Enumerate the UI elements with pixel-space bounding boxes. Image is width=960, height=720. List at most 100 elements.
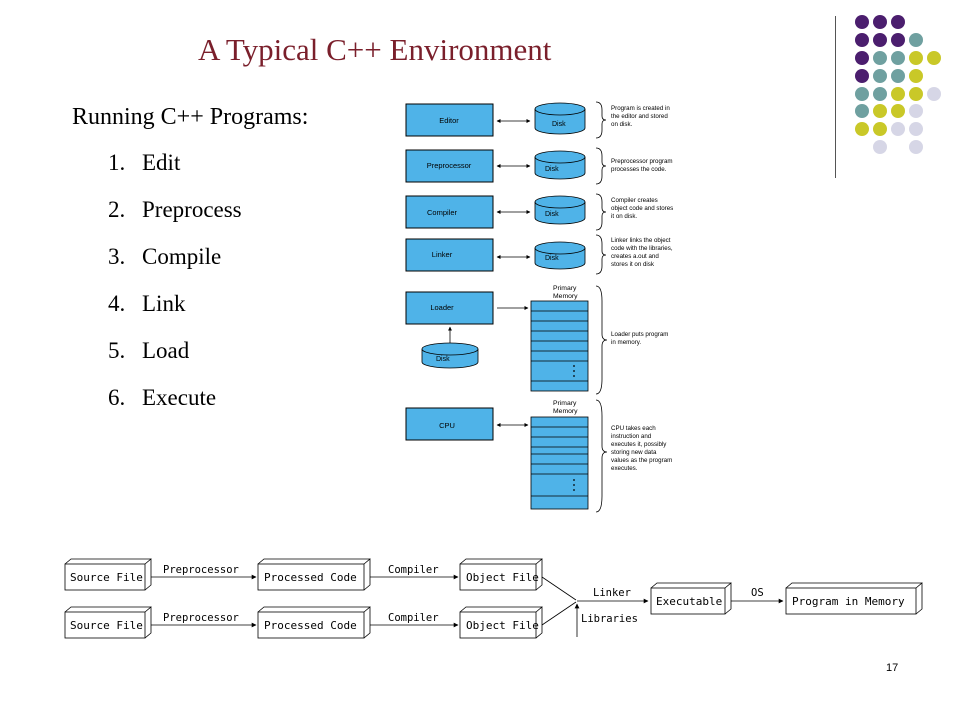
dot [873, 51, 887, 65]
svg-text:Object File: Object File [466, 619, 539, 632]
phase-note: CPU takes each instruction and executes … [611, 425, 674, 472]
svg-text:Executable: Executable [656, 595, 722, 608]
flow-box-object-file-2: Object File [459, 606, 543, 639]
phase-row-cpu: CPU Primary Memory CPU takes each instru… [405, 399, 674, 513]
step-number: 6. [108, 385, 126, 410]
primary-memory-stack [530, 300, 589, 392]
dot [873, 87, 887, 101]
phase-label: Loader [430, 303, 454, 312]
flow-label-libraries: Libraries [581, 613, 638, 625]
page-number: 17 [886, 662, 899, 674]
flow-box-processed-code-2: Processed Code [257, 606, 371, 639]
phase-row-editor: Editor Disk Program is created in the ed… [405, 101, 670, 139]
step-label: Preprocess [142, 197, 242, 222]
dot [873, 140, 887, 154]
dot [873, 104, 887, 118]
dot [909, 87, 923, 101]
step-label: Link [142, 291, 186, 316]
note-brace [595, 101, 607, 139]
flow-arrow [541, 601, 577, 626]
svg-text:Processed Code: Processed Code [264, 571, 357, 584]
phase-label: Linker [432, 250, 453, 259]
flow-box-source-file-1: Source File [64, 558, 152, 591]
phase-row-loader: Loader Disk Primary Memory Loader p [405, 285, 670, 395]
dot [927, 87, 941, 101]
dot [891, 104, 905, 118]
dot [909, 104, 923, 118]
phase-row-preprocessor: Preprocessor Disk Preprocessor program p… [405, 147, 674, 185]
dot [891, 87, 905, 101]
disk-label: Disk [436, 356, 450, 363]
dot [909, 140, 923, 154]
disk-label: Disk [545, 255, 559, 262]
dot [927, 51, 941, 65]
memory-label: Primary Memory [553, 400, 578, 415]
phase-label: Editor [439, 116, 459, 125]
phase-box [405, 149, 494, 183]
build-flow-diagram: Source File Preprocessor Processed Code … [64, 558, 923, 639]
dot [855, 122, 869, 136]
svg-text:Object File: Object File [466, 571, 539, 584]
disk-icon: Disk [421, 342, 479, 369]
dot [909, 122, 923, 136]
step-item: 5.Load [108, 338, 242, 385]
step-item: 4. Link [108, 291, 242, 338]
phase-note: Compiler creates object code and stores … [611, 197, 675, 220]
step-item: 1.Edit [108, 150, 242, 197]
primary-memory-stack [530, 416, 589, 510]
note-brace [595, 285, 608, 395]
dot [891, 122, 905, 136]
phase-note: Preprocessor program processes the code. [611, 158, 674, 173]
dot [873, 33, 887, 47]
dot [909, 33, 923, 47]
note-brace [595, 193, 607, 231]
disk-label: Disk [545, 166, 559, 173]
phase-diagram: Editor Disk Program is created in the ed… [405, 101, 675, 513]
svg-text:Source File: Source File [70, 571, 143, 584]
dot [873, 122, 887, 136]
phase-label: Compiler [427, 208, 458, 217]
disk-label: Disk [552, 121, 566, 128]
dot [891, 69, 905, 83]
divider-line [835, 16, 836, 178]
dot [909, 69, 923, 83]
step-number: 5. [108, 338, 126, 363]
step-label: Execute [142, 385, 217, 410]
memory-label: Primary Memory [553, 285, 578, 300]
dot [855, 69, 869, 83]
step-number: 3. [108, 244, 126, 269]
phase-note: Loader puts program in memory. [611, 331, 670, 346]
step-item: 6. Execute [108, 385, 242, 432]
step-number: 4. [108, 291, 126, 316]
step-label: Compile [142, 244, 222, 269]
phase-label: CPU [439, 421, 455, 430]
phase-box [405, 195, 494, 229]
note-brace [595, 234, 607, 275]
phase-box [405, 238, 494, 272]
dot [891, 15, 905, 29]
disk-label: Disk [545, 211, 559, 218]
dot [855, 33, 869, 47]
steps-list: 1.Edit 2.Preprocess 3. Compile 4. Link 5.L… [108, 150, 242, 432]
phase-label: Preprocessor [427, 161, 472, 170]
flow-box-executable: Executable [650, 582, 732, 615]
svg-text:Processed Code: Processed Code [264, 619, 357, 632]
dot [855, 51, 869, 65]
disk-icon: Disk [534, 241, 586, 270]
step-item: 2.Preprocess [108, 197, 242, 244]
step-number: 1. [108, 150, 126, 175]
flow-box-object-file-1: Object File [459, 558, 543, 591]
svg-text:Source File: Source File [70, 619, 143, 632]
phase-box [405, 103, 494, 137]
svg-text:Program in Memory: Program in Memory [792, 595, 905, 608]
flow-box-processed-code-1: Processed Code [257, 558, 371, 591]
flow-box-source-file-2: Source File [64, 606, 152, 639]
dot [873, 15, 887, 29]
slide-title: A Typical C++ Environment [198, 32, 552, 67]
flow-box-program-in-memory: Program in Memory [785, 582, 923, 615]
phase-row-compiler: Compiler Disk Compiler creates object co… [405, 193, 675, 231]
disk-icon: Disk [534, 195, 586, 225]
note-brace [595, 399, 608, 513]
disk-icon: Disk [534, 150, 586, 180]
dot [891, 51, 905, 65]
